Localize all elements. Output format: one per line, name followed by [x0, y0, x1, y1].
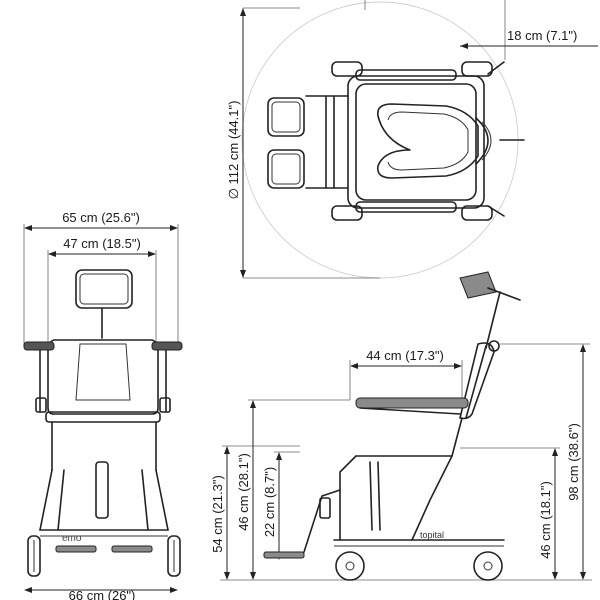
side-view: 44 cm (17.3") 98 cm (38.6") 46 cm (18.1"… — [210, 271, 592, 581]
total-height-label: 98 cm (38.6") — [566, 423, 581, 501]
footrest-height-label: 22 cm (8.7") — [262, 467, 277, 537]
front-view: 65 cm (25.6") 47 cm (18.5") — [23, 210, 183, 600]
brand-logo-text: topital — [420, 530, 444, 540]
top-offset-label: 18 cm (7.1") — [507, 28, 577, 43]
seat-width-label: 47 cm (18.5") — [63, 236, 141, 251]
overall-width-label: 65 cm (25.6") — [62, 210, 140, 225]
seat-height-front-label: 54 cm (21.3") — [210, 475, 225, 553]
model-logo-text: emo — [62, 533, 82, 544]
turning-diameter-label: ∅ 112 cm (44.1") — [226, 101, 241, 200]
seat-height-rear-label: 46 cm (28.1") — [236, 453, 251, 531]
top-view-chair — [267, 61, 525, 221]
top-view: ∅ 112 cm (44.1") 18 cm (7.1") — [226, 0, 598, 279]
side-view-chair: topital — [263, 271, 521, 581]
seat-depth-label: 44 cm (17.3") — [366, 348, 444, 363]
base-height-a-label: 46 cm (18.1") — [538, 481, 553, 559]
bottom-width-label: 66 cm (26") — [69, 588, 136, 600]
front-view-chair: emo — [23, 269, 183, 577]
